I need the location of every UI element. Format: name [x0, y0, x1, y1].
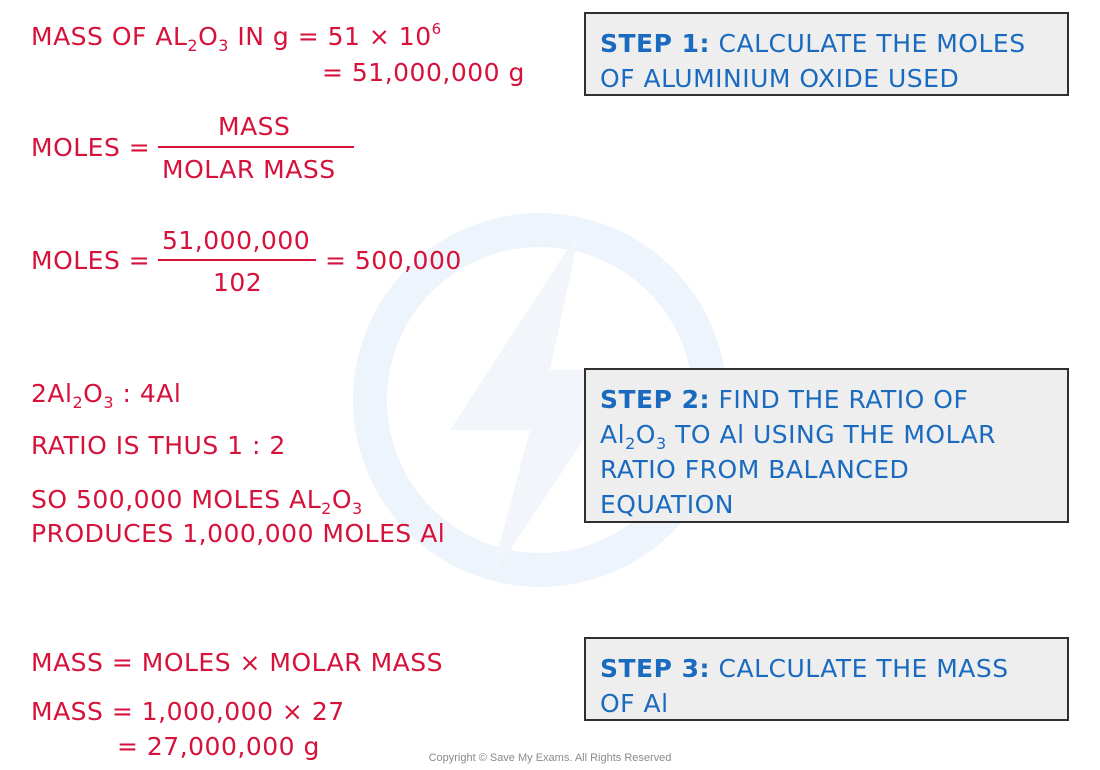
mass-calc-line: MASS = 1,000,000 × 27 [31, 697, 345, 726]
mass-result-line: = 51,000,000 g [322, 58, 525, 87]
mass-result-final: = 27,000,000 g [117, 732, 320, 761]
produces-line: PRODUCES 1,000,000 MOLES Al [31, 519, 446, 548]
step1-text-b: OF ALUMINIUM OXIDE USED [600, 64, 960, 93]
step2-title: STEP 2: [600, 385, 711, 414]
step1-title: STEP 1: [600, 29, 711, 58]
step2-text-c: RATIO FROM BALANCED [600, 455, 910, 484]
moles-label: MOLES = [31, 133, 151, 162]
moles-result: = 500,000 [325, 246, 462, 275]
step3-title: STEP 3: [600, 654, 711, 683]
fraction-denominator: MOLAR MASS [162, 155, 336, 184]
step1-box: STEP 1: CALCULATE THE MOLES OF ALUMINIUM… [584, 12, 1069, 96]
step3-text-a: CALCULATE THE MASS [710, 654, 1009, 683]
step3-text-b: OF Al [600, 689, 669, 718]
copyright-notice: Copyright © Save My Exams. All Rights Re… [428, 752, 672, 764]
fraction2-numerator: 51,000,000 [162, 226, 311, 255]
moles-label-2: MOLES = [31, 246, 151, 275]
step2-text-a: FIND THE RATIO OF [710, 385, 969, 414]
ratio-equation: 2Al2O3 : 4Al [31, 379, 182, 412]
fraction-bar [158, 146, 354, 148]
mass-formula-line: MASS = MOLES × MOLAR MASS [31, 648, 444, 677]
fraction2-denominator: 102 [213, 268, 263, 297]
fraction2-bar [158, 259, 316, 261]
step1-text-a: CALCULATE THE MOLES [710, 29, 1026, 58]
ratio-line: RATIO IS THUS 1 : 2 [31, 431, 286, 460]
step3-box: STEP 3: CALCULATE THE MASS OF Al [584, 637, 1069, 721]
mass-of-al2o3-line: MASS OF AL2O3 IN g = 51 × 106 [31, 20, 442, 55]
step2-text-d: EQUATION [600, 490, 734, 519]
so-moles-line: SO 500,000 MOLES AL2O3 [31, 485, 363, 518]
fraction-numerator: MASS [218, 112, 291, 141]
step2-box: STEP 2: FIND THE RATIO OF Al2O3 TO Al US… [584, 368, 1069, 523]
step2-text-b: Al2O3 TO Al USING THE MOLAR [600, 420, 997, 453]
